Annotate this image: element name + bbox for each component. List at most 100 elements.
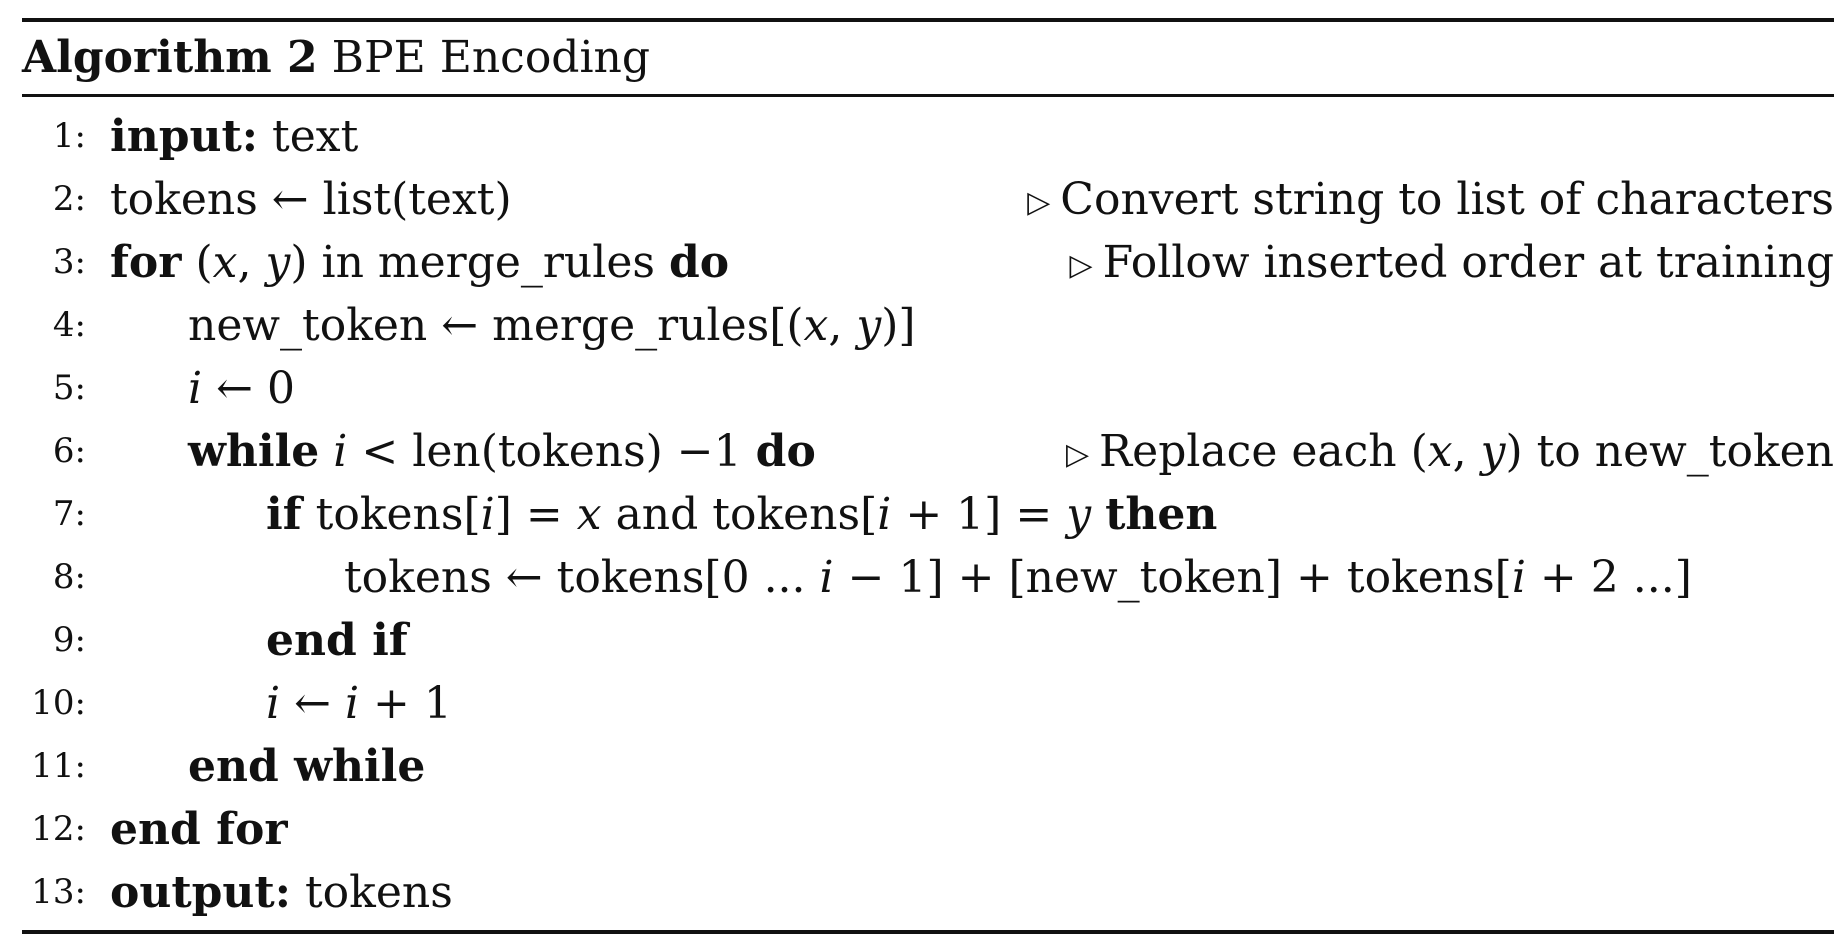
- code-text: merge_rules[(: [492, 300, 804, 351]
- algorithm-line-9: 9: end if: [22, 609, 1834, 672]
- code-text: tokens: [110, 174, 258, 225]
- line-code: new_token ← merge_rules[(x, y)]: [188, 294, 916, 357]
- algorithm-line-11: 11: end while: [22, 735, 1834, 798]
- line-number: 11:: [31, 746, 86, 786]
- comment-triangle-icon: ▷: [1065, 437, 1090, 472]
- math-var-y: y: [856, 300, 882, 351]
- math-var-i: i: [1511, 552, 1526, 603]
- assign-arrow: ←: [294, 678, 331, 729]
- algorithm-line-12: 12: end for: [22, 798, 1834, 861]
- keyword-do: do: [755, 426, 816, 477]
- assign-arrow: ←: [216, 363, 253, 414]
- line-code: end while: [188, 735, 425, 798]
- code-text: text: [272, 111, 359, 162]
- algorithm-line-8: 8: tokens ← tokens[0 ... i − 1] + [new_t…: [22, 546, 1834, 609]
- line-code: i ← i + 1: [266, 672, 452, 735]
- keyword-end-for: end for: [110, 804, 288, 855]
- code-text: )]: [881, 300, 916, 351]
- code-text: 0: [266, 363, 295, 414]
- code-text: (: [195, 237, 213, 288]
- line-code: input: text: [110, 105, 358, 168]
- line-number: 6:: [52, 431, 86, 471]
- keyword-for: for: [110, 237, 182, 288]
- comment-text: ) to new_token: [1505, 426, 1834, 477]
- assign-arrow: ←: [441, 300, 479, 351]
- bottom-rule: [22, 930, 1834, 934]
- caption-rule: [22, 94, 1834, 97]
- code-text: ): [290, 237, 308, 288]
- line-number: 1:: [52, 116, 86, 156]
- line-code: end for: [110, 798, 288, 861]
- code-text: + 2 ...]: [1539, 552, 1692, 603]
- line-comment: ▷Follow inserted order at training: [1070, 231, 1835, 297]
- code-text: new_token: [188, 300, 428, 351]
- line-number: 2:: [52, 179, 86, 219]
- keyword-end-while: end while: [188, 741, 426, 792]
- code-text: + 1] =: [905, 489, 1053, 540]
- math-var-y: y: [265, 237, 291, 288]
- algorithm-lines: 1: input: text 2: tokens ← list(text) ▷ C…: [22, 97, 1834, 924]
- line-code: end if: [266, 609, 408, 672]
- line-code: for (x, y) in merge_rules do: [110, 231, 729, 294]
- math-var-i: i: [819, 552, 834, 603]
- top-rule: [22, 18, 1834, 22]
- code-text: in merge_rules: [321, 237, 655, 288]
- code-text: len(tokens) −1: [412, 426, 742, 477]
- algorithm-line-6: 6: while i < len(tokens) −1 do ▷ Replace …: [22, 420, 1834, 483]
- line-comment: ▷Replace each (x, y) to new_token: [1066, 420, 1834, 486]
- algorithm-label: Algorithm 2: [22, 32, 318, 83]
- comment-text: Follow inserted order at training: [1102, 237, 1834, 288]
- keyword-end-if: end if: [266, 615, 408, 666]
- math-var-y: y: [1480, 426, 1506, 477]
- code-text: tokens[: [315, 489, 481, 540]
- comment-text: Convert string to list of characters: [1060, 174, 1834, 225]
- keyword-input: input:: [110, 111, 259, 162]
- math-var-x: x: [212, 237, 238, 288]
- code-text: and tokens[: [615, 489, 878, 540]
- line-number: 9:: [52, 620, 86, 660]
- line-comment: ▷ Convert string to list of characters: [1027, 168, 1834, 234]
- keyword-while: while: [188, 426, 320, 477]
- line-number: 4:: [52, 305, 86, 345]
- code-text: ] =: [494, 489, 563, 540]
- math-var-i: i: [266, 678, 281, 729]
- math-var-x: x: [576, 489, 602, 540]
- line-code: tokens ← list(text): [110, 168, 512, 231]
- algorithm-caption: Algorithm 2 BPE Encoding: [22, 22, 1834, 94]
- keyword-if: if: [266, 489, 302, 540]
- line-code: while i < len(tokens) −1 do: [188, 420, 816, 483]
- code-text: + 1: [373, 678, 452, 729]
- math-var-i: i: [344, 678, 360, 729]
- line-code: i ← 0: [188, 357, 295, 420]
- code-text: list(text): [322, 174, 512, 225]
- line-code: if tokens[i] = x and tokens[i + 1] = y t…: [266, 483, 1217, 546]
- algorithm-line-4: 4: new_token ← merge_rules[(x, y)]: [22, 294, 1834, 357]
- code-text: − 1] + [new_token] + tokens[: [847, 552, 1512, 603]
- comment-triangle-icon: ▷: [1027, 185, 1051, 220]
- keyword-do: do: [668, 237, 730, 288]
- algorithm-line-1: 1: input: text: [22, 105, 1834, 168]
- line-number: 7:: [52, 494, 86, 534]
- algorithm-line-2: 2: tokens ← list(text) ▷ Convert string t…: [22, 168, 1834, 231]
- algorithm-line-7: 7: if tokens[i] = x and tokens[i + 1] = …: [22, 483, 1834, 546]
- keyword-output: output:: [110, 867, 291, 918]
- code-text: tokens: [304, 867, 453, 918]
- code-text: tokens ← tokens[0 ...: [344, 552, 806, 603]
- line-code: output: tokens: [110, 861, 453, 924]
- algorithm-line-13: 13: output: tokens: [22, 861, 1834, 924]
- line-code: tokens ← tokens[0 ... i − 1] + [new_toke…: [344, 546, 1692, 609]
- algorithm-line-3: 3: for (x, y) in merge_rules do ▷Follow …: [22, 231, 1834, 294]
- less-than-sign: <: [361, 426, 399, 477]
- comment-text: Replace each (: [1099, 426, 1428, 477]
- line-number: 5:: [52, 368, 86, 408]
- line-number: 10:: [31, 683, 86, 723]
- math-var-x: x: [803, 300, 829, 351]
- code-text: ,: [237, 237, 252, 288]
- code-text: ,: [828, 300, 843, 351]
- keyword-then: then: [1105, 489, 1218, 540]
- assign-arrow: ←: [271, 174, 309, 225]
- math-var-i: i: [877, 489, 892, 540]
- line-number: 12:: [31, 809, 86, 849]
- math-var-i: i: [333, 426, 348, 477]
- line-number: 13:: [31, 872, 86, 912]
